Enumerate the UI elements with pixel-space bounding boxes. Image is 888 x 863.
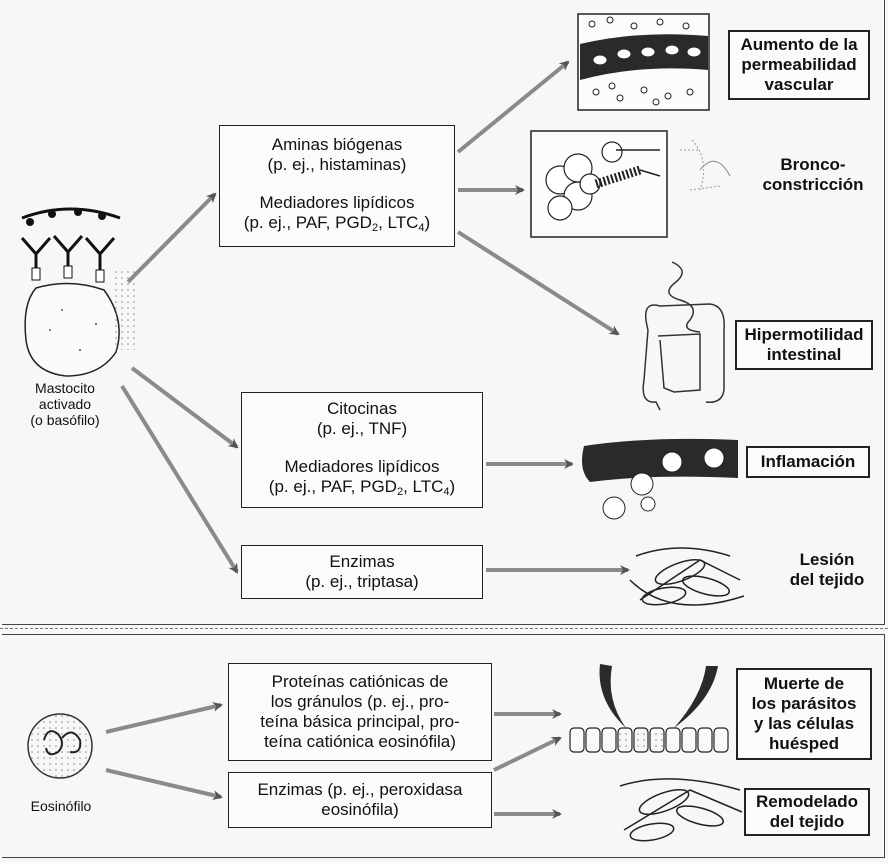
inflammation-illustration <box>582 438 738 520</box>
bronchoconstriction-illustration <box>530 130 731 238</box>
outcome-line: Remodelado <box>755 792 859 811</box>
intestine-illustration <box>642 261 725 411</box>
enzymes-mediator-box: Enzimas (p. ej., triptasa) <box>241 545 483 599</box>
box-example: (p. ej., histaminas) <box>267 154 407 174</box>
arrow-mast-to-amines <box>126 192 217 284</box>
cytokines-mediator-box: Citocinas (p. ej., TNF) Mediadores lipíd… <box>241 392 483 508</box>
arrow-enzymes-to-parasite <box>493 736 562 772</box>
box-line: eosinófila) <box>321 800 399 819</box>
panel-divider <box>0 628 888 629</box>
box-line: los gránulos (p. ej., pro- <box>270 692 450 711</box>
box-example: (p. ej., triptasa) <box>305 572 419 591</box>
amines-mediator-box: Aminas biógenas (p. ej., histaminas) Med… <box>219 125 455 247</box>
outcome-tissue-remodeling: Remodelado del tejido <box>744 788 870 836</box>
mast-cell-label-line: activado <box>38 396 92 412</box>
box-lipid-title: Mediadores lipídicos <box>259 192 415 212</box>
outcome-line: intestinal <box>766 345 842 364</box>
outcome-line: Aumento de la <box>740 35 858 54</box>
mast-cell-label-line: Mastocito <box>35 380 95 396</box>
outcome-line: y las células <box>753 714 855 733</box>
tissue-remodeling-illustration <box>619 778 743 842</box>
box-lipid-title: Mediadores lipídicos <box>284 456 440 476</box>
box-title: Enzimas <box>329 552 395 571</box>
eosinophil-illustration <box>27 713 93 779</box>
outcome-inflammation: Inflamación <box>746 446 870 478</box>
box-title: Citocinas <box>327 398 397 418</box>
mast-cell-panel <box>2 0 885 625</box>
outcome-line: Muerte de <box>763 674 845 693</box>
box-example: (p. ej., TNF) <box>316 418 408 438</box>
outcome-line: permeabilidad <box>741 55 857 74</box>
outcome-line: Bronco- <box>780 155 846 174</box>
mast-cell-label: Mastocito activado (o basófilo) <box>10 380 120 428</box>
cationic-proteins-box: Proteínas catiónicas de los gránulos (p.… <box>228 663 492 761</box>
arrow-mast-to-enzymes <box>120 384 239 574</box>
box-line: Enzimas (p. ej., peroxidasa <box>257 780 463 799</box>
outcome-line: del tejido <box>789 570 865 589</box>
arrow-amines-to-permeability <box>456 60 570 154</box>
parasite-death-illustration <box>569 664 729 753</box>
outcome-line: los parásitos <box>751 694 857 713</box>
outcome-bronchoconstriction: Bronco- constricción <box>754 155 872 195</box>
outcome-line: Lesión <box>799 550 855 569</box>
mast-cell-label-line: (o basófilo) <box>30 412 100 428</box>
box-line: Proteínas catiónicas de <box>271 672 449 691</box>
outcome-vascular-permeability: Aumento de la permeabilidad vascular <box>728 30 870 100</box>
arrow-mast-to-cytokines <box>130 366 239 449</box>
mast-cell-illustration <box>20 207 136 377</box>
outcome-line: Hipermotilidad <box>744 325 864 344</box>
eosinophil-enzymes-box: Enzimas (p. ej., peroxidasa eosinófila) <box>228 772 492 828</box>
outcome-line: vascular <box>764 75 834 94</box>
eosinophil-label: Eosinófilo <box>30 798 92 814</box>
outcome-tissue-injury: Lesión del tejido <box>782 550 872 590</box>
outcome-hypermotility: Hipermotilidad intestinal <box>735 320 873 370</box>
outcome-line: Inflamación <box>760 452 856 471</box>
vessel-permeability-illustration <box>577 13 710 111</box>
box-lipid-example: (p. ej., PAF, PGD2, LTC4) <box>268 476 456 498</box>
box-lipid-example: (p. ej., PAF, PGD2, LTC4) <box>243 212 431 234</box>
eosinophil-panel <box>2 634 885 858</box>
outcome-parasite-death: Muerte de los parásitos y las células hu… <box>736 668 872 760</box>
outcome-line: del tejido <box>769 812 845 831</box>
outcome-line: constricción <box>762 175 864 194</box>
outcome-line: huésped <box>769 734 839 753</box>
box-title: Aminas biógenas <box>271 134 403 154</box>
box-line: teína catiónica eosinófila) <box>264 732 456 751</box>
arrow-eos-to-enzymes <box>105 768 223 801</box>
arrow-eos-to-cationic <box>105 701 223 734</box>
tissue-injury-illustration <box>629 547 745 606</box>
box-line: teína básica principal, pro- <box>260 712 460 731</box>
arrow-amines-to-intestine <box>456 230 620 336</box>
